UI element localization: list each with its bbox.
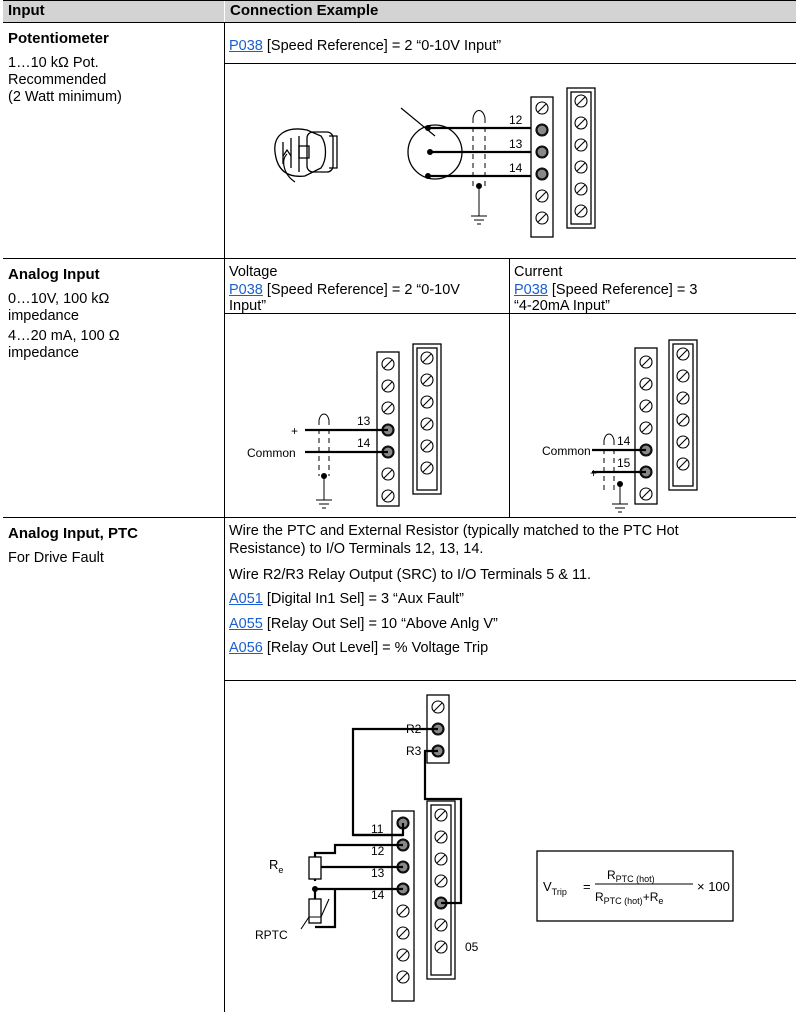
potentiometer-spec: Recommended	[8, 72, 107, 88]
formula-eq: =	[583, 879, 591, 894]
voltage-param: P038 [Speed Reference] = 2 “0-10V	[229, 282, 460, 299]
ptc-param: A056 [Relay Out Level] = % Voltage Trip	[229, 640, 488, 657]
current-param-cont: “4-20mA Input”	[514, 298, 610, 314]
analog-input-title: Analog Input	[8, 266, 100, 283]
terminal-label: 12	[371, 844, 385, 858]
formula-box	[536, 850, 734, 922]
ptc-param: A055 [Relay Out Sel] = 10 “Above Anlg V”	[229, 616, 498, 633]
re-label: Re	[269, 857, 283, 875]
header-input: Input	[3, 0, 224, 22]
terminal-label: 14	[617, 434, 631, 448]
rotation-arrow-icon	[283, 153, 296, 183]
common-label: Common	[542, 444, 591, 458]
current-heading: Current	[514, 264, 563, 280]
analog-input-spec: impedance	[8, 308, 79, 324]
ptc-description: Wire the PTC and External Resistor (typi…	[229, 523, 679, 539]
potentiometer-spec: 1…10 kΩ Pot.	[8, 55, 99, 71]
formula-denominator: RPTC (hot)+Re	[595, 890, 663, 906]
voltage-param-cont: Input”	[229, 298, 267, 314]
ptc-subtitle: For Drive Fault	[8, 550, 104, 566]
current-wiring-diagram: Common + 14 15	[542, 339, 698, 513]
param-link-a051[interactable]: A051	[229, 591, 263, 607]
current-param: P038 [Speed Reference] = 3	[514, 282, 697, 299]
divider	[3, 0, 796, 1]
param-text: [Speed Reference] = 2 “0-10V Input”	[262, 38, 502, 54]
divider	[225, 63, 796, 64]
analog-input-spec: 0…10V, 100 kΩ	[8, 291, 110, 307]
formula-v: VTrip	[543, 879, 567, 897]
ptc-wiring-diagram: R2 R3 11 12 13 14 05 Re RPTC VTrip = RPT…	[255, 694, 734, 1002]
divider	[3, 517, 796, 518]
plus-label: +	[590, 466, 597, 480]
param-link-a056[interactable]: A056	[229, 640, 263, 656]
resistor-re	[308, 856, 322, 880]
terminal-label: 15	[617, 456, 631, 470]
terminal-screw-icon	[381, 351, 434, 503]
terminal-label: 14	[371, 888, 385, 902]
formula-times: × 100	[697, 879, 730, 894]
relay-label: R2	[406, 722, 422, 736]
ptc-description: Wire R2/R3 Relay Output (SRC) to I/O Ter…	[229, 567, 592, 583]
divider	[3, 22, 796, 23]
voltage-wiring-diagram: + Common 13 14	[247, 343, 442, 509]
terminal-screw-icon	[639, 347, 690, 501]
terminal-label: 12	[509, 113, 523, 127]
param-link-p038[interactable]: P038	[229, 282, 263, 298]
divider	[509, 258, 510, 517]
terminal-label: 14	[509, 161, 523, 175]
param-text: [Speed Reference] = 3	[547, 282, 698, 298]
terminal-label: 14	[357, 436, 371, 450]
formula-numerator: RPTC (hot)	[607, 868, 655, 884]
voltage-heading: Voltage	[229, 264, 278, 280]
param-text: [Relay Out Level] = % Voltage Trip	[262, 640, 489, 656]
param-link-a055[interactable]: A055	[229, 616, 263, 632]
potentiometer-param: P038 [Speed Reference] = 2 “0-10V Input”	[229, 38, 501, 55]
potentiometer-knob-icon	[274, 128, 338, 177]
relay-label: R3	[406, 744, 422, 758]
analog-input-spec: impedance	[8, 345, 79, 361]
terminal-label: 13	[371, 866, 385, 880]
param-text: [Speed Reference] = 2 “0-10V	[262, 282, 460, 298]
terminal-label: 13	[357, 414, 371, 428]
divider	[225, 680, 796, 681]
rptc-label: RPTC	[255, 928, 288, 942]
terminal-label: 11	[371, 822, 384, 836]
header-connection-example: Connection Example	[225, 0, 796, 22]
common-label: Common	[247, 446, 296, 460]
analog-input-spec: 4…20 mA, 100 Ω	[8, 328, 120, 344]
terminal-label: 13	[509, 137, 523, 151]
param-text: [Digital In1 Sel] = 3 “Aux Fault”	[262, 591, 464, 607]
potentiometer-spec: (2 Watt minimum)	[8, 89, 122, 105]
ptc-param: A051 [Digital In1 Sel] = 3 “Aux Fault”	[229, 591, 464, 608]
resistor-ptc	[308, 898, 322, 924]
divider	[225, 313, 796, 314]
param-text: [Relay Out Sel] = 10 “Above Anlg V”	[262, 616, 498, 632]
param-link-p038[interactable]: P038	[229, 38, 263, 54]
divider	[3, 258, 796, 259]
ptc-title: Analog Input, PTC	[8, 525, 138, 542]
param-link-p038[interactable]: P038	[514, 282, 548, 298]
plus-label: +	[291, 424, 298, 438]
potentiometer-wiring-diagram: 12 13 14	[274, 87, 596, 238]
potentiometer-title: Potentiometer	[8, 30, 109, 47]
ptc-description: Resistance) to I/O Terminals 12, 13, 14.	[229, 541, 484, 557]
terminal-label: 05	[465, 940, 479, 954]
